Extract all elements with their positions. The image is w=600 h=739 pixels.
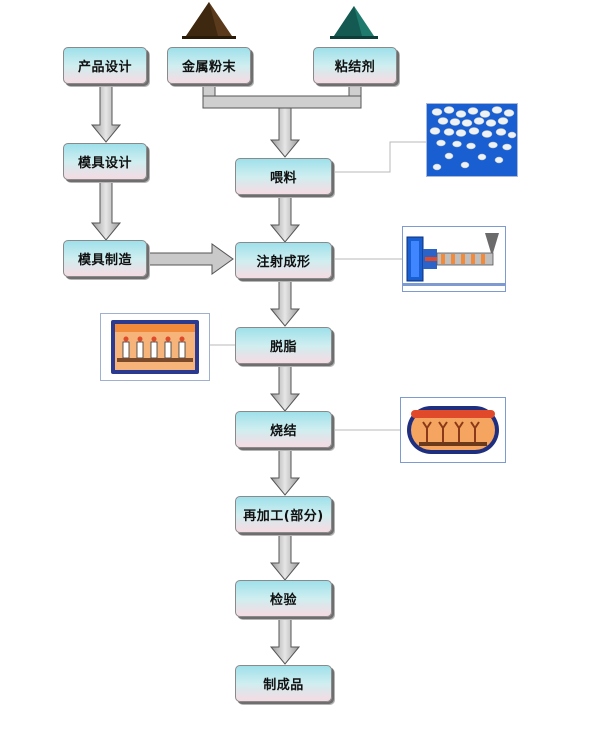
step-mold-design: 模具设计 (63, 143, 147, 180)
step-metal-powder-label: 金属粉末 (181, 60, 236, 75)
picture-leaders (209, 141, 426, 431)
arrow-product-to-mold-design (90, 83, 122, 143)
step-reprocessing-label: 再加工(部分) (243, 509, 324, 524)
sintering-furnace-image (400, 397, 506, 463)
powder-pile-image (182, 2, 236, 39)
injection-machine-image (402, 226, 506, 292)
step-mold-design-label: 模具设计 (77, 156, 132, 171)
arrow-sintering-to-reprocessing (269, 448, 301, 496)
arrow-feedstock-to-injection (269, 195, 301, 243)
arrow-mold-making-to-injection (147, 243, 234, 275)
step-sintering: 烧结 (235, 411, 332, 448)
arrow-reprocessing-to-inspection (269, 532, 301, 581)
step-product-design-label: 产品设计 (77, 60, 132, 75)
arrow-debinding-to-sintering (269, 363, 301, 412)
step-injection-molding-label: 注射成形 (256, 255, 311, 270)
binder-pile-image (330, 6, 378, 39)
arrow-merge-to-feedstock (269, 107, 301, 158)
arrow-mold-design-to-mold-making (90, 181, 122, 241)
step-finished-product: 制成品 (235, 665, 332, 702)
debinding-furnace-image (100, 313, 210, 381)
step-mold-making-label: 模具制造 (77, 253, 132, 268)
arrow-injection-to-debinding (269, 279, 301, 327)
step-debinding-label: 脱脂 (269, 340, 297, 355)
step-injection-molding: 注射成形 (235, 242, 332, 279)
step-binder-label: 粘结剂 (334, 60, 376, 75)
step-sintering-label: 烧结 (269, 424, 297, 439)
step-binder: 粘结剂 (313, 47, 397, 84)
feedstock-pellets-photo (426, 103, 518, 177)
step-inspection-label: 检验 (269, 593, 297, 608)
step-inspection: 检验 (235, 580, 332, 617)
step-debinding: 脱脂 (235, 327, 332, 364)
step-feedstock-label: 喂料 (269, 171, 297, 186)
step-mold-making: 模具制造 (63, 240, 147, 277)
arrow-inspection-to-finished (269, 616, 301, 665)
step-metal-powder: 金属粉末 (167, 47, 251, 84)
step-reprocessing: 再加工(部分) (235, 496, 332, 533)
step-product-design: 产品设计 (63, 47, 147, 84)
step-feedstock: 喂料 (235, 158, 332, 195)
step-finished-product-label: 制成品 (263, 678, 304, 693)
